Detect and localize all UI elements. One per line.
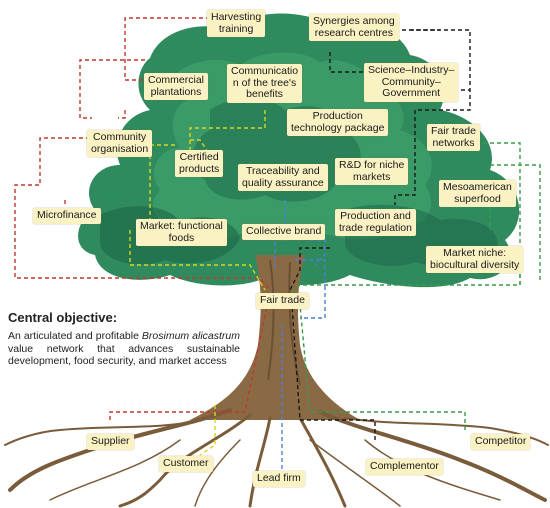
label-competitor: Competitor — [471, 434, 531, 450]
label-science-industry-community-government: Science–Industry– Community– Government — [364, 63, 459, 102]
label-production-technology-package: Production technology package — [287, 109, 389, 136]
label-fair-trade-networks: Fair trade networks — [427, 124, 480, 151]
label-community-organisation: Community organisation — [87, 130, 153, 157]
label-harvesting-training: Harvesting training — [207, 10, 266, 37]
label-market-niche-biocultural-diversity: Market niche: biocultural diversity — [426, 246, 524, 273]
label-supplier: Supplier — [87, 434, 134, 450]
label-fair-trade: Fair trade — [256, 293, 309, 309]
central-objective-heading: Central objective: — [8, 310, 118, 325]
label-lead-firm: Lead firm — [253, 471, 305, 487]
label-communication-tree-benefits: Communicatio n of the tree's benefits — [227, 64, 303, 103]
label-customer: Customer — [159, 456, 213, 472]
objective-text-after: value network that advances sustainable … — [8, 342, 240, 368]
label-mesoamerican-superfood: Mesoamerican superfood — [439, 180, 516, 207]
connectors-red — [14, 17, 269, 420]
label-rd-niche-markets: R&D for niche markets — [335, 158, 409, 185]
tree-roots — [4, 408, 549, 508]
label-traceability-quality-assurance: Traceability and quality assurance — [238, 164, 328, 191]
central-objective: Central objective: An articulated and pr… — [8, 310, 240, 368]
label-production-trade-regulation: Production and trade regulation — [335, 209, 416, 236]
label-collective-brand: Collective brand — [242, 224, 326, 240]
label-complementor: Complementor — [366, 459, 443, 475]
label-commercial-plantations: Commercial plantations — [144, 73, 209, 100]
label-microfinance: Microfinance — [33, 208, 101, 224]
label-synergies-research-centres: Synergies among research centres — [309, 14, 399, 41]
label-market-functional-foods: Market: functional foods — [136, 219, 227, 246]
objective-species: Brosimum alicastrum — [141, 330, 240, 342]
label-certified-products: Certified products — [175, 150, 224, 177]
central-objective-text: An articulated and profitable Brosimum a… — [8, 330, 240, 368]
objective-text-before: An articulated and profitable — [8, 330, 142, 342]
